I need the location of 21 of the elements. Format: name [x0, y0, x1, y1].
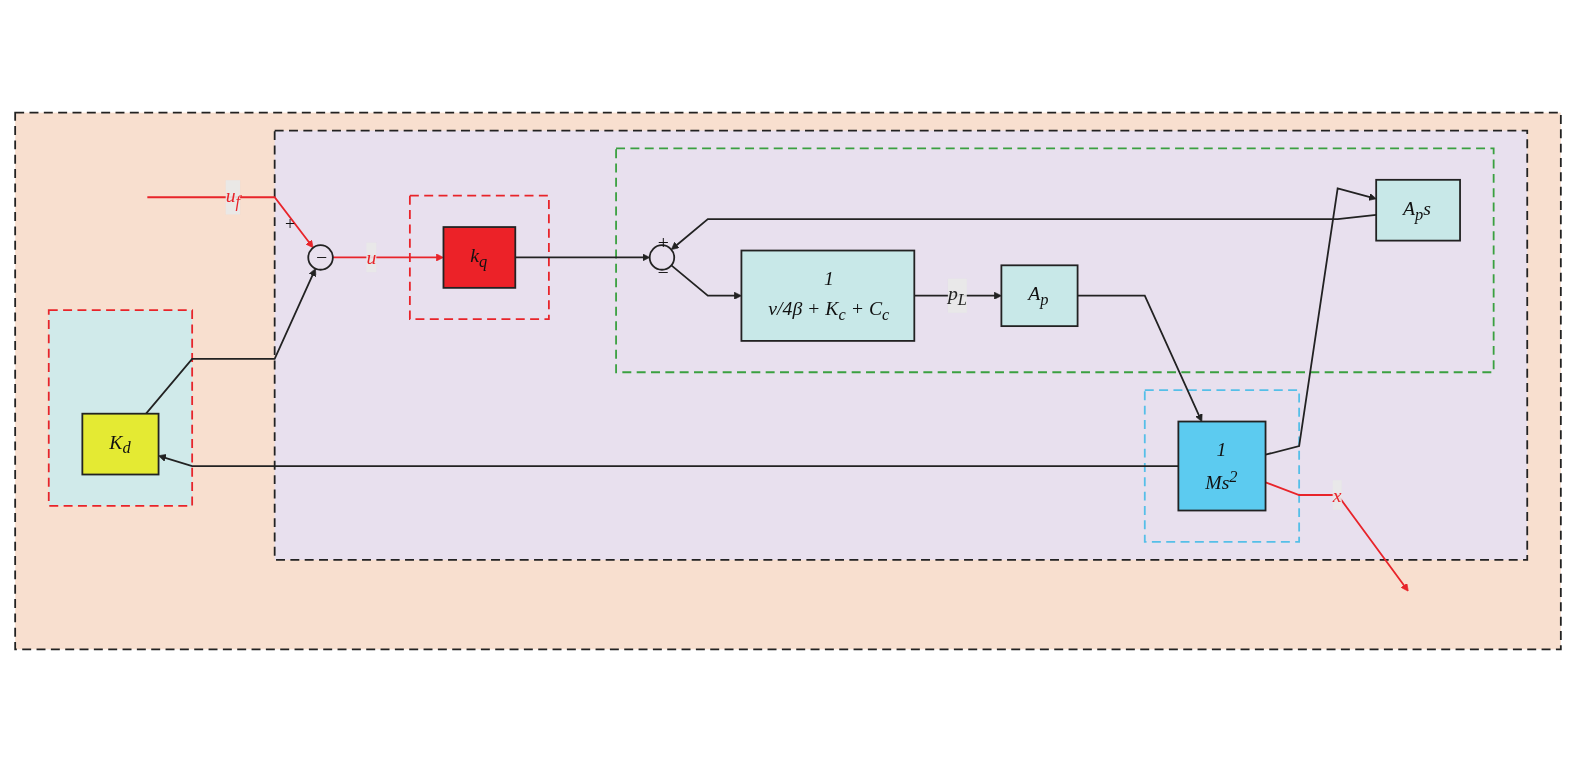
node-box: k$_{q}$	[442, 226, 516, 289]
node-box: K$_{d}$	[80, 412, 159, 476]
cluster	[47, 309, 193, 507]
edge-label: p$_{L}$	[947, 282, 967, 309]
node-box: 1 v/4β + K$_{c}$ + C$_{c}$	[740, 249, 915, 342]
sign-label: +	[284, 214, 295, 235]
arrow	[145, 196, 313, 249]
cluster	[13, 111, 1562, 651]
cluster	[273, 129, 1528, 561]
cluster	[1143, 389, 1300, 543]
arrow	[144, 268, 316, 415]
edge-label: u	[365, 246, 376, 269]
node-circle: −	[306, 244, 334, 271]
edge-label: u$_{f}$	[225, 183, 240, 211]
edge-label: x	[1332, 483, 1341, 507]
cluster	[408, 194, 550, 321]
cluster	[614, 147, 1495, 374]
node-circle: −	[648, 244, 675, 271]
node-box: A$_{p}$	[1000, 264, 1078, 327]
node-box: 1 Ms$^{2}$	[1176, 420, 1266, 512]
node-box: A$_{p}$s	[1374, 178, 1461, 242]
